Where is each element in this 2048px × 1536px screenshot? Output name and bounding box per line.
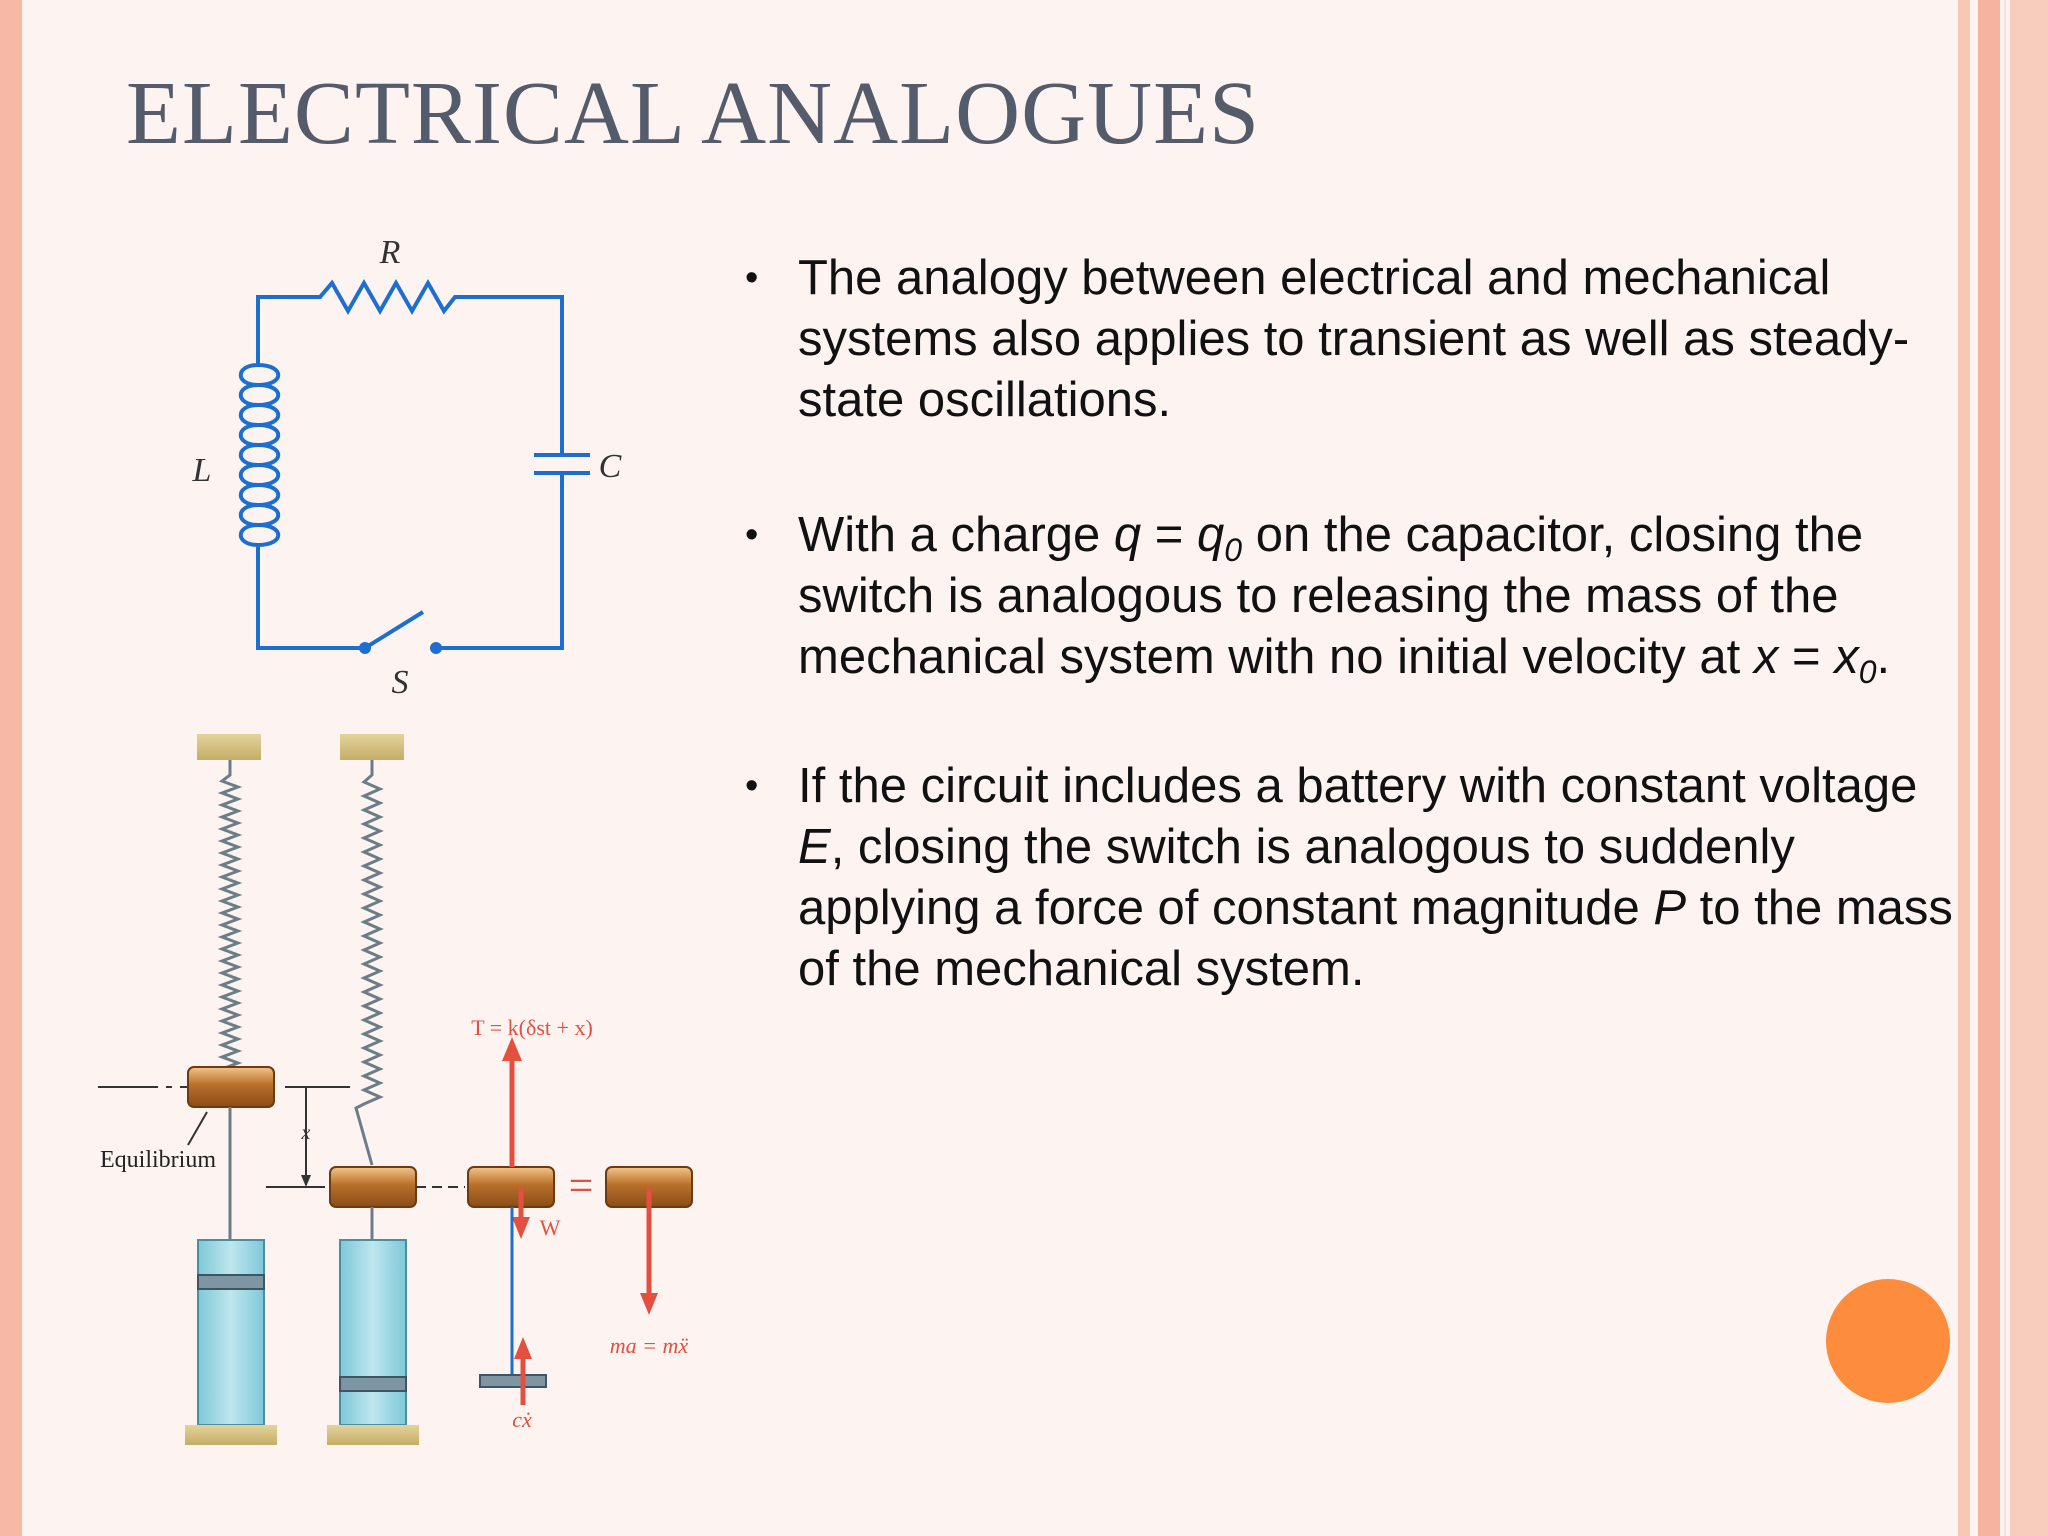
x-dimension-arrow	[301, 1175, 311, 1187]
inductor-coil	[238, 297, 280, 587]
bullet-text: If the circuit includes a battery with c…	[798, 759, 1918, 813]
subscript: 0	[1858, 654, 1877, 690]
switch-contact	[430, 642, 442, 654]
equilibrium-pointer	[187, 1111, 208, 1146]
equals-text: =	[1778, 630, 1835, 684]
switch-lever	[363, 610, 425, 650]
ground-base-1	[185, 1425, 277, 1445]
var-x: x	[1753, 630, 1779, 684]
right-border-line	[2004, 0, 2006, 1536]
free-body-block	[467, 1166, 555, 1208]
damping-arrow-head	[514, 1337, 532, 1359]
dashpot-cylinder-1	[197, 1239, 265, 1426]
damper-plate	[479, 1374, 547, 1388]
mass-block-1	[187, 1066, 275, 1108]
ground-base-2	[327, 1425, 419, 1445]
slide-title: ELECTRICAL ANALOGUES	[126, 64, 1261, 163]
weight-arrow-head	[512, 1217, 530, 1239]
label-equilibrium: Equilibrium	[100, 1147, 216, 1173]
bullet-text: on the capacitor, closing the switch is …	[798, 508, 1864, 684]
bullet-text: The analogy between electrical and mecha…	[798, 251, 1910, 427]
label-x: x	[301, 1122, 311, 1144]
mechanical-system: Equilibrium x T = k(δst + x) W	[98, 734, 693, 1445]
label-T: T = k(δst + x)	[471, 1015, 593, 1040]
decorative-circle	[1826, 1279, 1950, 1403]
bullet-dot: •	[745, 514, 759, 556]
mass-block-2	[329, 1166, 417, 1208]
tension-arrow-head	[502, 1037, 522, 1061]
label-L: L	[192, 452, 212, 489]
var-E: E	[798, 820, 831, 874]
bullet-text: , closing the switch is analogous to sud…	[798, 820, 1795, 935]
label-W: W	[540, 1215, 561, 1240]
label-ma: ma = mẍ	[610, 1333, 689, 1358]
var-q0: q	[1197, 508, 1225, 562]
resultant-arrow-head	[640, 1293, 658, 1315]
circuit-wire-right	[438, 473, 564, 650]
spring-1	[208, 760, 243, 1077]
label-cx: cẋ	[512, 1407, 532, 1432]
equals-text: =	[1141, 508, 1198, 562]
bullet-text: .	[1876, 630, 1891, 684]
spring-2	[354, 760, 384, 1166]
label-C: C	[599, 448, 622, 485]
ceiling-mount	[340, 734, 404, 760]
var-x0: x	[1834, 630, 1859, 684]
circuit-wire-top	[256, 278, 564, 455]
var-P: P	[1653, 881, 1687, 935]
label-S: S	[392, 664, 409, 701]
dashpot-piston-1	[197, 1274, 265, 1290]
right-border-stripe	[1978, 0, 2000, 1536]
circuit-wire-bottom	[256, 587, 365, 650]
bullet-list: • The analogy between electrical and mec…	[745, 248, 1965, 1000]
bullet-item: • With a charge q = q0 on the capacitor,…	[745, 505, 1965, 688]
bullet-text: to the mass of the mechanical system.	[798, 881, 1953, 996]
equals-sign: =	[569, 1161, 594, 1210]
subscript: 0	[1224, 532, 1243, 568]
dashpot-cylinder-2	[339, 1239, 407, 1426]
bullet-item: • The analogy between electrical and mec…	[745, 248, 1965, 431]
left-border-stripe	[0, 0, 22, 1536]
bullet-item: • If the circuit includes a battery with…	[745, 756, 1965, 1000]
right-border-stripe	[1958, 0, 1970, 1536]
bullet-dot: •	[745, 257, 759, 299]
label-R: R	[379, 234, 401, 271]
var-q: q	[1113, 508, 1142, 562]
ceiling-mount	[197, 734, 261, 760]
right-border-stripe	[2010, 0, 2048, 1536]
analogy-figure: R L C S Equilibrium x	[98, 234, 693, 1445]
bullet-text: With a charge	[798, 508, 1114, 562]
lrc-circuit: R L C S	[192, 234, 622, 701]
dashpot-piston-2	[339, 1376, 407, 1392]
bullet-dot: •	[745, 765, 759, 807]
